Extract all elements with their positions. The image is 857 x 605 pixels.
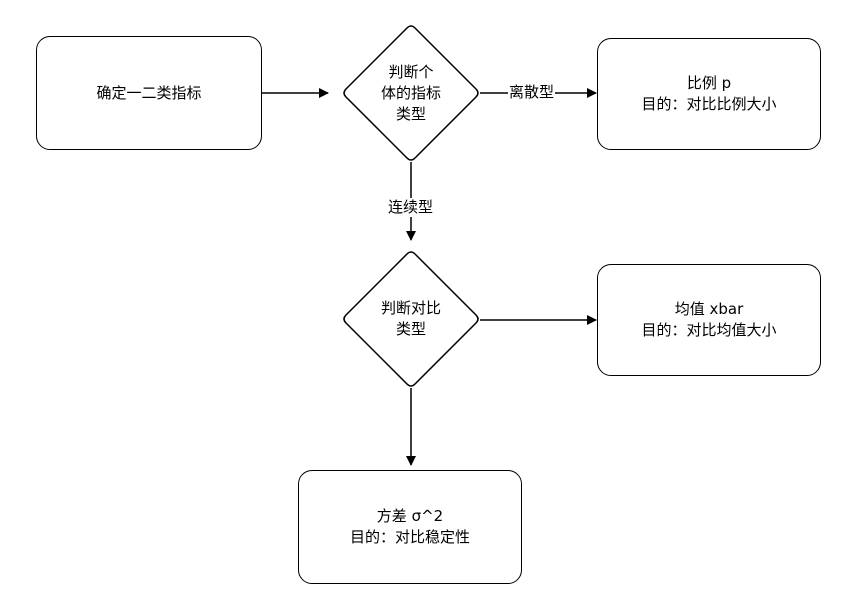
- decision-diamond-compare: [343, 251, 479, 387]
- mean-node: 均值 xbar 目的：对比均值大小: [597, 264, 821, 376]
- edge-label-continuous: 连续型: [387, 198, 435, 217]
- decision-diamond-type: [343, 25, 479, 161]
- variance-node-line-2: 目的：对比稳定性: [349, 528, 470, 546]
- mean-node-line-2: 目的：对比均值大小: [641, 321, 777, 339]
- decision-compare-line-1: 判断对比: [380, 299, 441, 317]
- start-node-label: 确定一二类指标: [96, 83, 202, 102]
- variance-node: 方差 σ^2 目的：对比稳定性: [298, 470, 522, 584]
- decision-type-line-3: 类型: [395, 104, 426, 123]
- proportion-node-line-2: 目的：对比比例大小: [641, 95, 777, 113]
- variance-node-line-1: 方差 σ^2: [376, 507, 444, 525]
- decision-compare-label: 判断对比 类型: [351, 289, 471, 349]
- decision-type-label: 判断个 体的指标 类型: [351, 53, 471, 133]
- decision-compare-line-2: 类型: [395, 320, 426, 338]
- proportion-node-line-1: 比例 p: [686, 74, 732, 92]
- edge-label-discrete: 离散型: [508, 83, 556, 102]
- proportion-node: 比例 p 目的：对比比例大小: [597, 38, 821, 150]
- decision-type-line-2: 体的指标: [380, 83, 441, 102]
- start-node: 确定一二类指标: [36, 36, 262, 150]
- decision-type-line-1: 判断个: [388, 62, 434, 81]
- mean-node-line-1: 均值 xbar: [674, 300, 744, 318]
